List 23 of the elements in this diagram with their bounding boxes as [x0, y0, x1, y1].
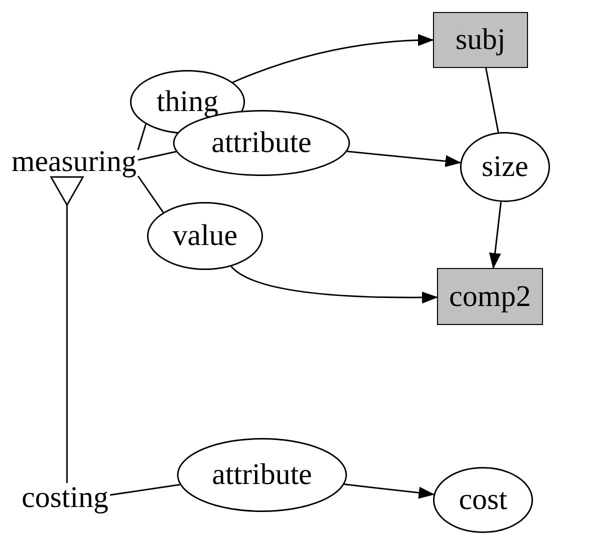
concept-box [433, 12, 528, 68]
arrow [50, 176, 84, 483]
node-label: attribute [212, 128, 312, 158]
node-label: size [482, 152, 528, 182]
concept-box [437, 268, 543, 325]
arrow [346, 150, 462, 168]
connector-line [110, 484, 180, 496]
node-label: costing [22, 483, 108, 513]
node-label: cost [458, 485, 508, 515]
node-label: measuring [12, 147, 136, 177]
node-label: comp2 [449, 282, 531, 312]
arrow [230, 266, 438, 304]
connector-line [137, 124, 147, 150]
node-label: subj [455, 25, 506, 55]
connector-line [138, 150, 176, 161]
arrow [344, 484, 435, 499]
arrow [489, 202, 502, 269]
connector-line [485, 68, 500, 133]
arrow [232, 34, 434, 83]
node-label: thing [156, 87, 218, 117]
node-label: value [172, 221, 238, 251]
node-label: attribute [212, 460, 312, 490]
connector-line [137, 176, 164, 213]
